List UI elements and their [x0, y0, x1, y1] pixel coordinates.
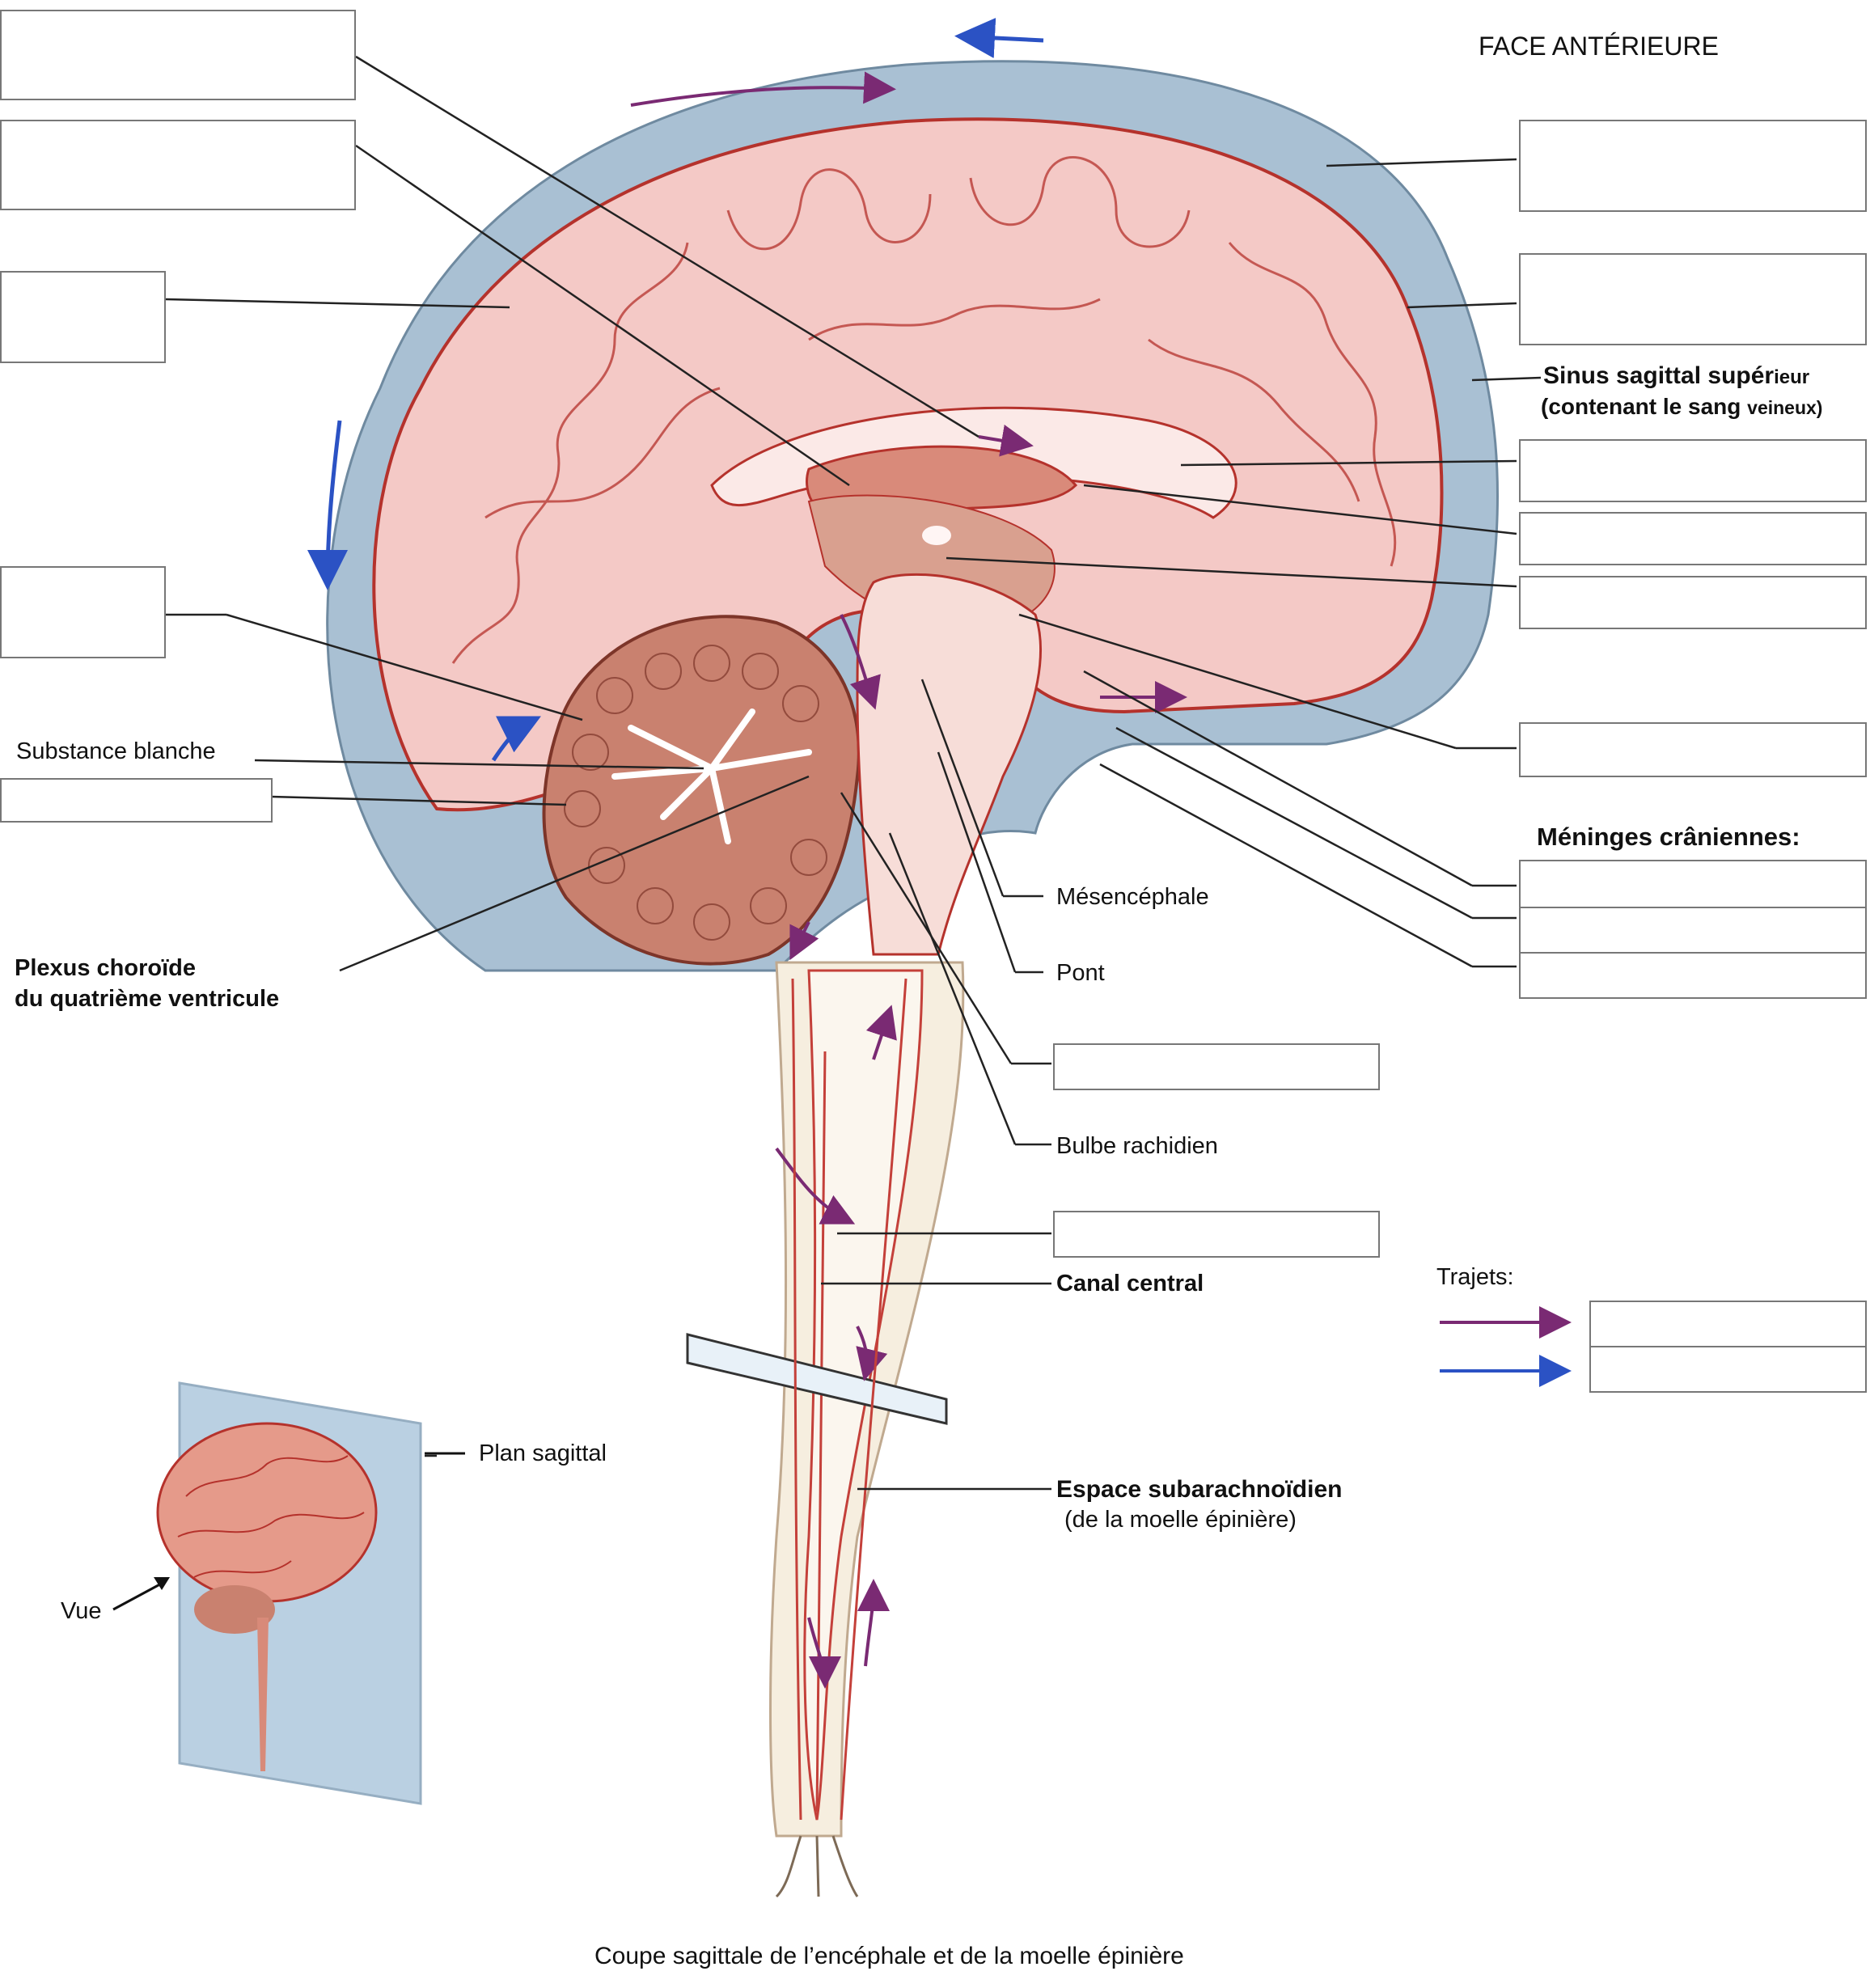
label-trajets: Trajets: [1436, 1264, 1514, 1290]
label-bulbe: Bulbe rachidien [1056, 1133, 1218, 1159]
label-espace-line1: Espace subarachnoïdien [1056, 1476, 1343, 1503]
answer-box[interactable] [1519, 512, 1867, 565]
vue-arrow [112, 1580, 167, 1611]
answer-box[interactable] [1053, 1211, 1380, 1258]
arbor-vitae [611, 708, 812, 844]
label-sinus2-end: veineux) [1747, 397, 1823, 418]
gyri [451, 155, 1397, 664]
label-plexus-line2: du quatrième ventricule [15, 986, 280, 1012]
label-espace-line2: (de la moelle épinière) [1064, 1507, 1297, 1533]
label-sinus-main: Sinus sagittal supér [1543, 362, 1775, 389]
spinal-vessels [791, 978, 908, 1821]
answer-box[interactable] [1519, 120, 1867, 212]
inset-spinal-cord [257, 1618, 269, 1771]
answer-box[interactable] [1053, 1043, 1380, 1090]
label-sinus-end: ieur [1774, 366, 1810, 388]
figure-caption: Coupe sagittale de l’encéphale et de la … [594, 1943, 1184, 1969]
inset-cerebellum [194, 1585, 275, 1634]
answer-box-meninges[interactable] [1519, 907, 1867, 954]
answer-box[interactable] [0, 120, 356, 210]
answer-box[interactable] [1519, 439, 1867, 502]
inset-brain [156, 1422, 378, 1603]
cerebellum-folia [564, 645, 827, 941]
answer-box-meninges[interactable] [1519, 860, 1867, 908]
label-sinus-line2: (contenant le sang veineux) [1541, 393, 1822, 421]
cauda-equina [775, 1835, 859, 1898]
answer-box[interactable] [1519, 253, 1867, 345]
answer-box[interactable] [0, 271, 166, 363]
label-vue: Vue [61, 1598, 102, 1624]
label-meninges: Méninges crâniennes: [1537, 823, 1800, 851]
answer-box[interactable] [1519, 722, 1867, 777]
label-mesencephale: Mésencéphale [1056, 884, 1209, 910]
label-canal-central: Canal central [1056, 1271, 1204, 1296]
answer-box[interactable] [0, 10, 356, 100]
answer-box-trajet-blue[interactable] [1589, 1346, 1867, 1393]
label-plexus-line1: Plexus choroïde [15, 955, 197, 981]
orientation-label: FACE ANTÉRIEURE [1479, 32, 1719, 61]
label-sinus2-main: (contenant le sang [1541, 394, 1748, 419]
answer-box[interactable] [1519, 576, 1867, 629]
vue-arrowhead [154, 1577, 170, 1590]
label-plan-sagittal: Plan sagittal [479, 1440, 607, 1466]
csf-flow-arrows [630, 71, 1187, 1689]
label-sinus-line1: Sinus sagittal supérieur [1543, 362, 1809, 391]
answer-box[interactable] [0, 778, 273, 823]
answer-box-meninges[interactable] [1519, 952, 1867, 999]
venous-flow-arrows [307, 18, 1044, 762]
label-substance-blanche: Substance blanche [16, 738, 216, 764]
inset-gyri [177, 1455, 365, 1578]
answer-box-trajet-purple[interactable] [1589, 1301, 1867, 1347]
leader-lines [165, 55, 1542, 1491]
cerebellum [542, 615, 861, 966]
label-pont: Pont [1056, 960, 1105, 986]
answer-box[interactable] [0, 566, 166, 658]
third-ventricle-opening [922, 526, 951, 545]
